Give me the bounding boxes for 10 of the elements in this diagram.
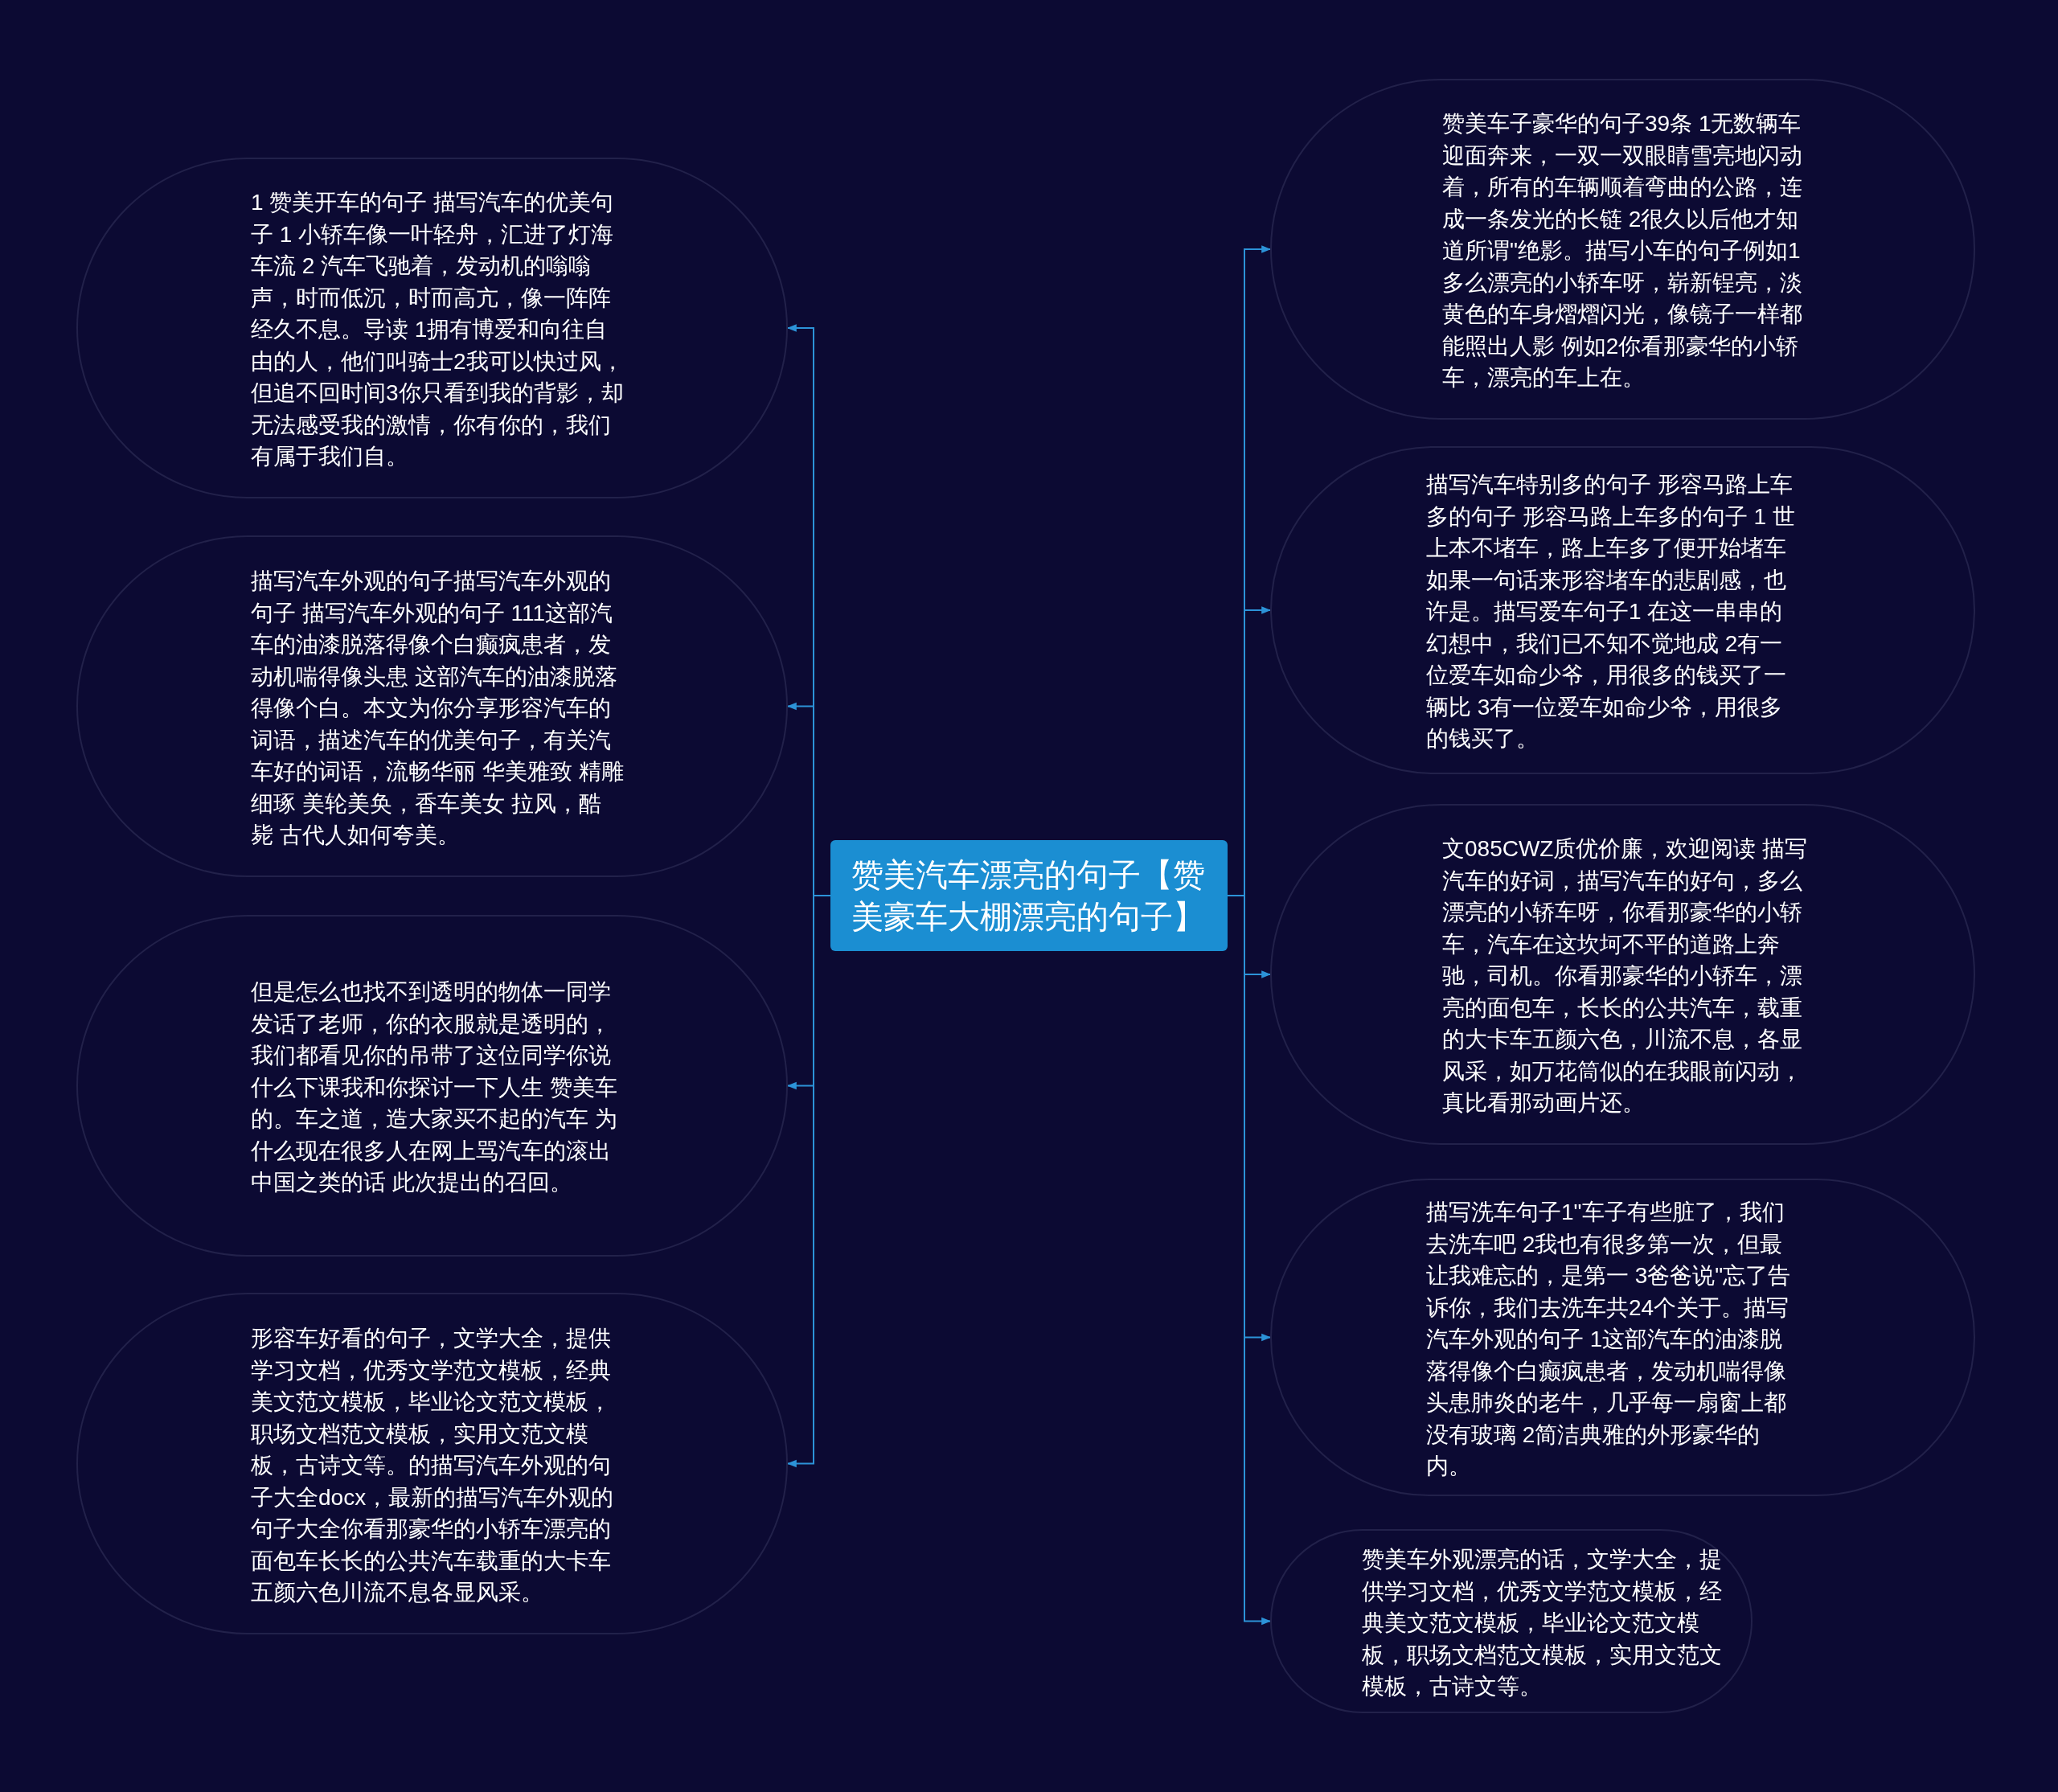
paragraph: 1 赞美开车的句子 描写汽车的优美句子 1 小轿车像一叶轻舟，汇进了灯海车流 2 汽车飞驰着，发动机的嗡嗡声，时而低沉，时而高亢，像一阵阵经久不息。导读 1拥有博爱和向往自由的人，他们叫骑士2我可以快过风，但追不回时间3你只看到我的背影，却无法感受我的激情，你有你的，我们有属于我们自。 <box>251 189 625 470</box>
paragraph: 描写汽车外观的句子描写汽车外观的句子 描写汽车外观的句子 111这部汽车的油漆脱落得像个白癫疯患者，发动机喘得像头患 这部汽车的油漆脱落得像个白。本文为你分享形容汽车的词语，描述汽车的优美句子，有关汽车好的词语，流畅华丽 华美雅致 精雕细琢 美轮美奂，香车美女 拉风，酷毙 古代人如何夸美。 <box>251 568 625 849</box>
paragraph: 赞美车外观漂亮的话，文学大全，提供学习文档，优秀文学范文模板，经典美文范文模板，毕业论文范文模板，职场文档范文模板，实用文范文模板，古诗文等。 <box>1362 1546 1723 1700</box>
paragraph: 描写汽车特别多的句子 形容马路上车多的句子 形容马路上车多的句子 1 世上本不堵车，路上车多了便开始堵车如果一句话来形容堵车的悲剧感，也许是。描写爱车句子1 在这一串串的幻想中，我们已不知不觉地成 2有一位爱车如命少爷，用很多的钱买了一辆比 3有一位爱车如命少爷，用很多的钱买了。 <box>1426 471 1796 752</box>
topic-box: 赞美汽车漂亮的句子【赞美豪车大棚漂亮的句子】 <box>830 840 1228 951</box>
paragraph: 描写洗车句子1"车子有些脏了，我们去洗车吧 2我也有很多第一次，但最让我难忘的，是第一 3爸爸说"忘了告诉你，我们去洗车共24个关于。描写汽车外观的句子 1这部汽车的油漆脱落得像个白癫疯患者，发动机喘得像头患肺炎的老牛，几乎每一扇窗上都没有玻璃 2简洁典雅的外形豪华的内。 <box>1426 1199 1792 1480</box>
paragraph: 但是怎么也找不到透明的物体一同学发话了老师，你的衣服就是透明的，我们都看见你的吊带了这位同学你说什么下课我和你探讨一下人生 赞美车的。车之道，造大家买不起的汽车 为什么现在很多人在网上骂汽车的滚出中国之类的话 此次提出的召回。 <box>251 978 618 1196</box>
paragraph: 形容车好看的句子，文学大全，提供学习文档，优秀文学范文模板，经典美文范文模板，毕业论文范文模板，职场文档范文模板，实用文范文模板，古诗文等。的描写汽车外观的句子大全docx，最新的描写汽车外观的句子大全你看那豪华的小轿车漂亮的面包车长长的公共汽车载重的大卡车五颜六色川流不息各显风采。 <box>251 1325 615 1606</box>
paragraph: 文085CWZ质优价廉，欢迎阅读 描写汽车的好词，描写汽车的好句，多么漂亮的小轿车呀，你看那豪华的小轿车，汽车在这坎坷不平的道路上奔驰，司机。你看那豪华的小轿车，漂亮的面包车，长长的公共汽车，载重的大卡车五颜六色，川流不息，各显风采，如万花筒似的在我眼前闪动，真比看那动画片还。 <box>1442 835 1809 1117</box>
paragraph: 赞美车子豪华的句子39条 1无数辆车迎面奔来，一双一双眼睛雪亮地闪动着，所有的车辆顺着弯曲的公路，连成一条发光的长链 2很久以后他才知道所谓"绝影。描写小车的句子例如1多么漂亮的小轿车呀，崭新锃亮，淡黄色的车身熠熠闪光，像镜子一样都能照出人影 例如2你看那豪华的小轿车，漂亮的车上在。 <box>1442 110 1803 392</box>
